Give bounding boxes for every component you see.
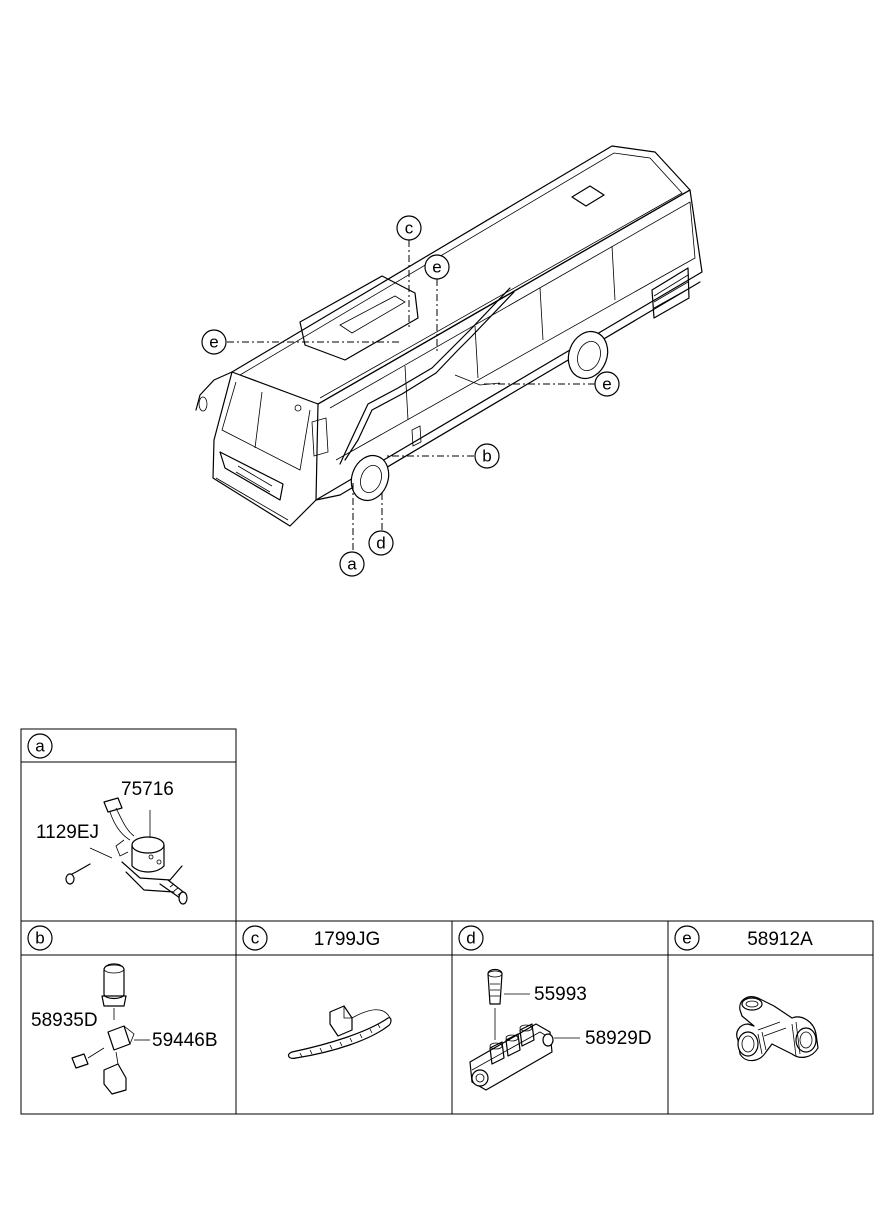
- leader-lines: [227, 240, 595, 550]
- solenoid-valve-drawing: [65, 797, 188, 905]
- cell-d-letter: d: [458, 925, 484, 951]
- svg-text:e: e: [209, 333, 218, 352]
- part-number-58935D: 58935D: [31, 1010, 98, 1031]
- callout-b: b: [474, 443, 500, 469]
- cell-c: c 1799JG: [235, 920, 453, 1115]
- callout-c: c: [396, 215, 422, 241]
- part-number-59446B: 59446B: [152, 1030, 218, 1051]
- cell-e: e 58912A: [667, 920, 874, 1115]
- distribution-block-drawing: [469, 968, 580, 1091]
- svg-text:b: b: [35, 929, 44, 948]
- svg-text:e: e: [602, 375, 611, 394]
- sensor-drawing: [71, 963, 150, 1095]
- svg-text:b: b: [482, 447, 491, 466]
- cell-e-letter: e: [674, 925, 700, 951]
- svg-text:e: e: [432, 258, 441, 277]
- part-number-75716: 75716: [121, 779, 174, 800]
- part-number-58929D: 58929D: [585, 1028, 652, 1049]
- part-number-58912A: 58912A: [747, 929, 813, 950]
- tee-fitting-drawing: [736, 996, 819, 1062]
- cell-b: b 58935D 59446B: [20, 920, 237, 1115]
- part-number-1799JG: 1799JG: [314, 929, 381, 950]
- svg-text:d: d: [376, 534, 385, 553]
- svg-text:c: c: [405, 219, 414, 238]
- callout-e-right: e: [594, 371, 620, 397]
- cell-c-letter: c: [242, 925, 268, 951]
- callout-a: a: [339, 551, 365, 577]
- cell-a-letter: a: [27, 733, 53, 759]
- cell-d: d 55993 58929D: [451, 920, 669, 1115]
- part-number-55993: 55993: [534, 984, 587, 1005]
- svg-text:e: e: [682, 929, 691, 948]
- part-number-1129EJ: 1129EJ: [36, 822, 99, 843]
- cable-tie-drawing: [287, 1005, 392, 1059]
- callout-d: d: [368, 530, 394, 556]
- callout-e-top: e: [424, 254, 450, 280]
- svg-text:d: d: [466, 929, 475, 948]
- bus-illustration: [195, 145, 703, 527]
- svg-text:c: c: [251, 929, 260, 948]
- svg-text:a: a: [35, 737, 45, 756]
- svg-text:a: a: [347, 555, 357, 574]
- cell-a: a 75716 1129EJ: [20, 728, 237, 922]
- cell-b-letter: b: [27, 925, 53, 951]
- callout-e-left: e: [201, 329, 227, 355]
